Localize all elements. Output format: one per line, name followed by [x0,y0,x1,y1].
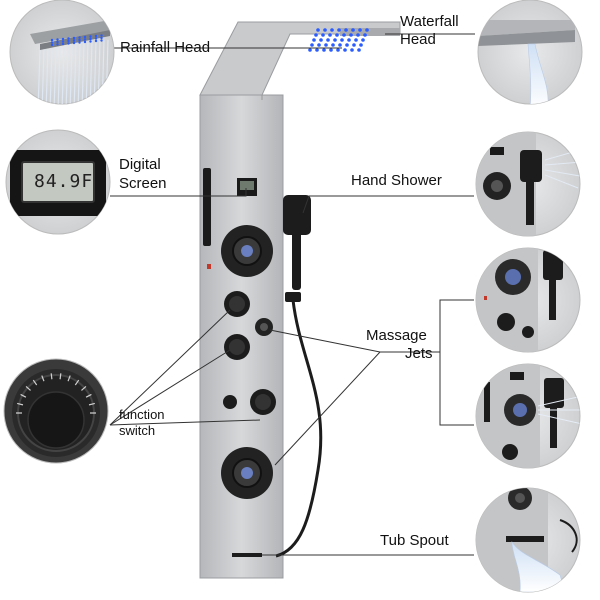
tub-spout-icon [232,553,262,557]
waterfall-detail-circle [477,0,583,105]
label-waterfall-head-line2: Head [400,31,436,48]
label-digital-screen-line1: Digital [119,156,161,173]
callout-lines [109,33,475,556]
label-massage-jets-line2: Jets [405,345,433,362]
label-waterfall-head-line1: Waterfall [400,13,459,30]
rainfall-head-icon [308,28,369,52]
rainfall-detail-circle [9,0,115,105]
label-tub-spout: Tub Spout [380,532,449,549]
label-massage-jets-line1: Massage [366,327,427,344]
massage-jets-detail-circle-2 [475,363,581,469]
hand-shower-detail-circle [475,131,581,237]
label-function-switch-line2: switch [119,423,156,438]
label-hand-shower: Hand Shower [351,172,442,189]
label-digital-screen-line2: Screen [119,175,167,192]
label-rainfall-head: Rainfall Head [120,39,211,56]
hand-shower-icon [275,195,323,558]
massage-jet-icon [221,225,273,499]
tub-spout-detail-circle [475,487,581,593]
digital-screen-detail-circle [5,129,111,235]
function-knob-icon [207,264,276,415]
screen-readout-large: 84.9F [34,171,94,192]
massage-jets-detail-circle-1 [475,247,581,353]
digital-screen-icon [237,178,257,196]
label-function-switch-line1: function [119,407,165,422]
function-switch-detail-circle [3,358,109,464]
